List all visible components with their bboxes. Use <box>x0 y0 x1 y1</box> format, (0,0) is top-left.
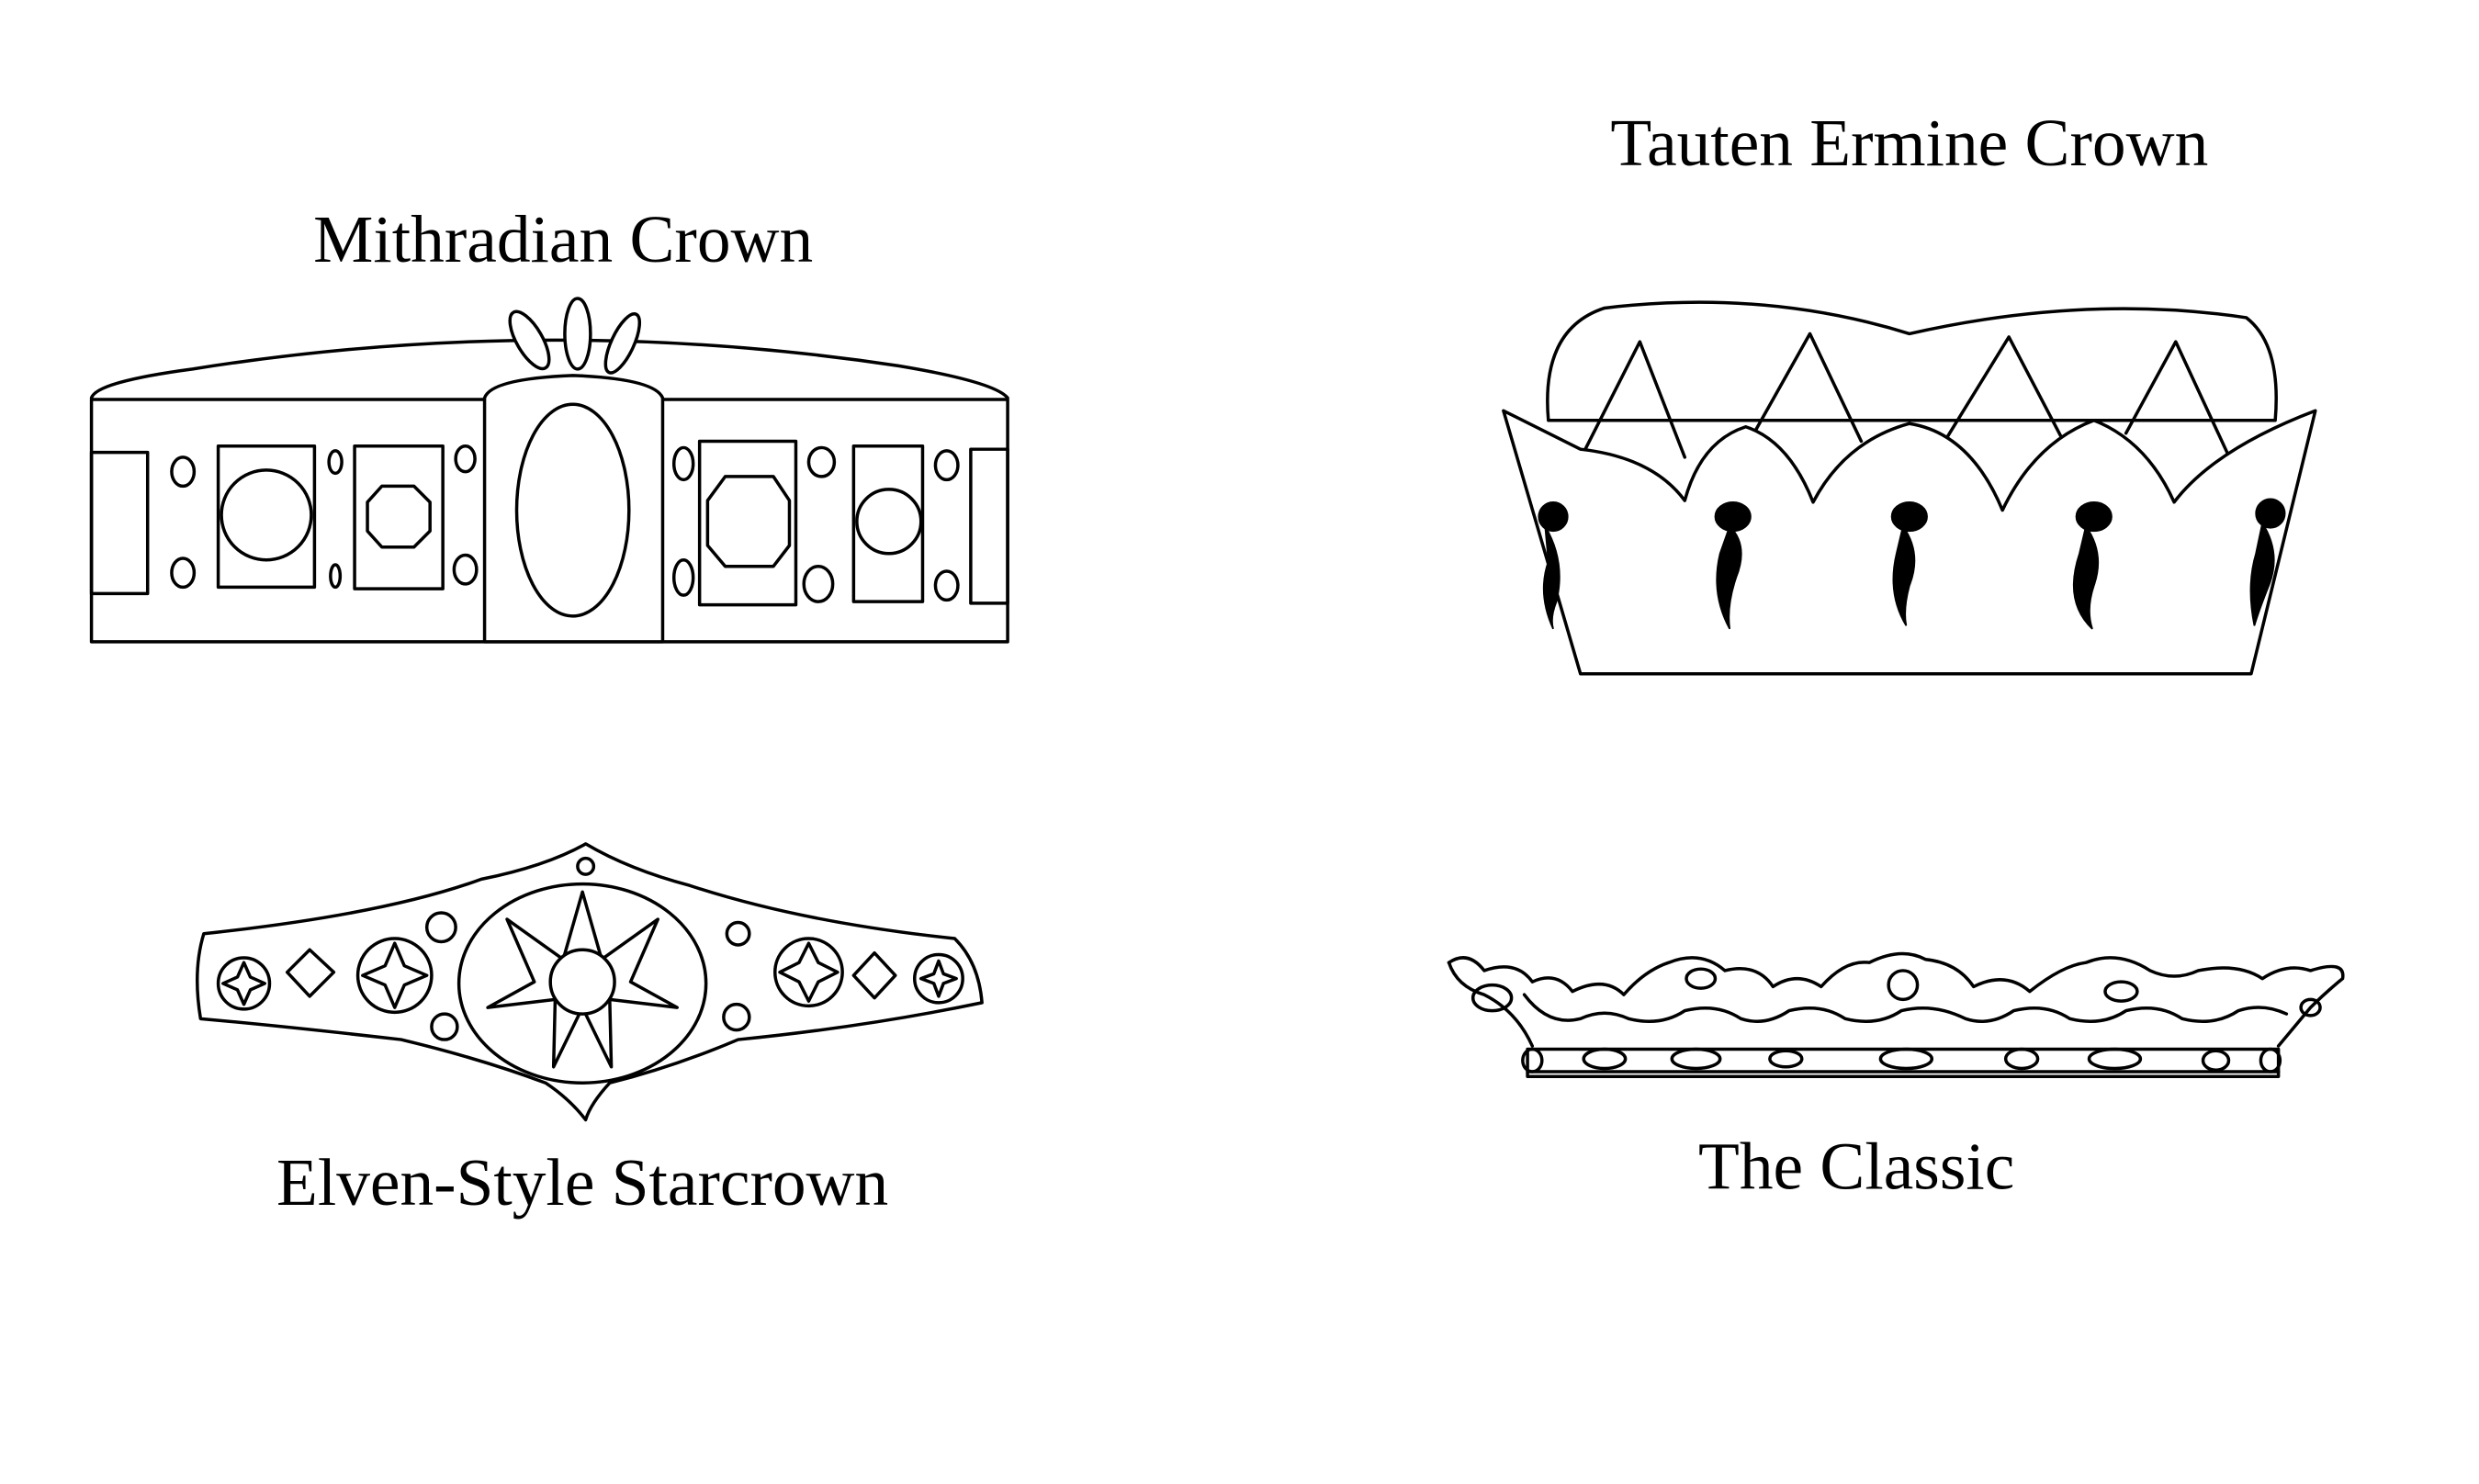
tauten-ermine-crown-title: Tauten Ermine Crown <box>1610 106 2208 180</box>
ermine-spots <box>1538 498 2286 630</box>
tauten-ermine-crown-drawing <box>1502 300 2317 676</box>
mithradian-crown-title: Mithradian Crown <box>313 202 813 276</box>
mithradian-crown-drawing <box>89 297 1009 644</box>
the-classic-crown-drawing <box>1447 951 2345 1078</box>
elven-starcrown-title: Elven-Style Starcrown <box>276 1145 888 1220</box>
elven-starcrown-drawing <box>195 842 984 1122</box>
the-classic-title: The Classic <box>1698 1130 2014 1204</box>
